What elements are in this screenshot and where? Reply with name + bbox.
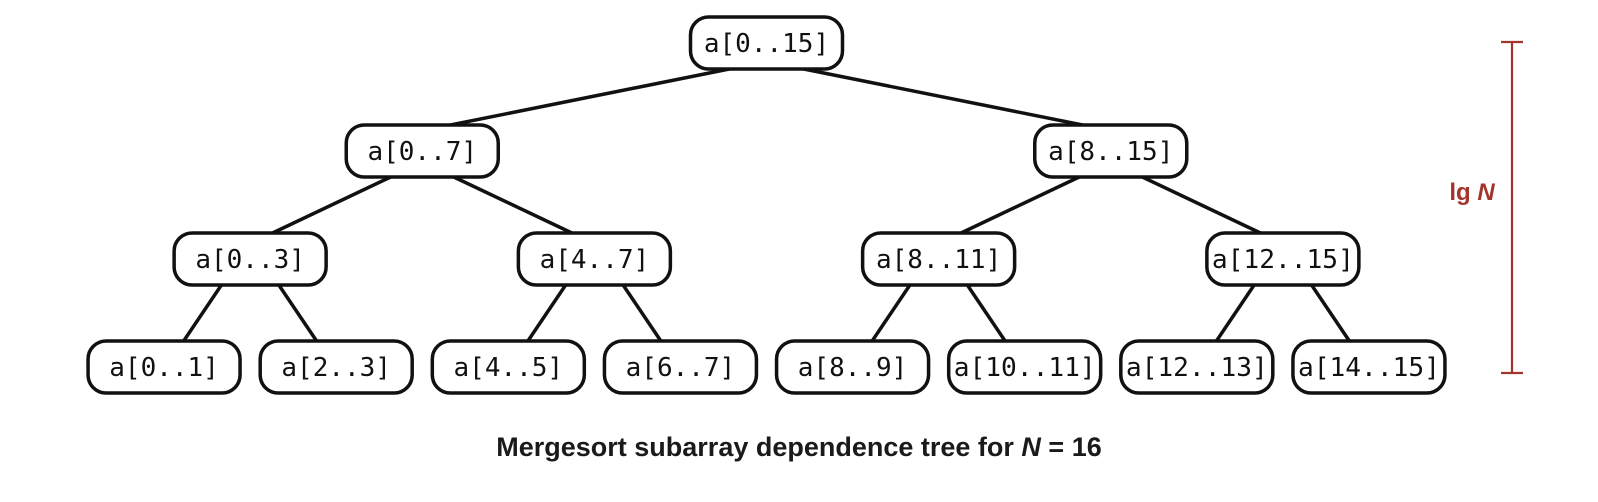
height-label: lg N bbox=[1449, 179, 1495, 206]
tree-node: a[8..11] bbox=[860, 231, 1017, 287]
tree-edge-n1-n3 bbox=[267, 173, 396, 237]
tree-node: a[12..13] bbox=[1119, 339, 1275, 395]
tree-node-box bbox=[86, 339, 242, 395]
tree-edge-n4-n9 bbox=[525, 282, 569, 344]
tree-node: a[8..15] bbox=[1033, 123, 1189, 179]
tree-node-label: a[12..13] bbox=[1126, 353, 1268, 383]
tree-node-box bbox=[688, 15, 845, 71]
tree-edge-n1-n4 bbox=[448, 173, 577, 237]
tree-node-box bbox=[1205, 231, 1361, 287]
tree-node-box bbox=[516, 231, 673, 287]
tree-node-box bbox=[172, 231, 328, 287]
tree-node-box bbox=[1033, 123, 1189, 179]
tree-node-box bbox=[430, 339, 587, 395]
tree-node-label: a[0..3] bbox=[195, 245, 305, 275]
tree-node-label: a[2..3] bbox=[281, 353, 391, 383]
tree-node-label: a[8..15] bbox=[1048, 137, 1173, 167]
tree-node: a[4..5] bbox=[430, 339, 587, 395]
tree-node: a[14..15] bbox=[1291, 339, 1447, 395]
tree-edge-n5-n12 bbox=[964, 282, 1008, 344]
tree-node-box bbox=[1119, 339, 1275, 395]
tree-node: a[0..15] bbox=[688, 15, 845, 71]
tree-node-label: a[8..11] bbox=[876, 245, 1001, 275]
tree-node-label: a[6..7] bbox=[626, 353, 736, 383]
tree-edge-n6-n14 bbox=[1308, 282, 1353, 344]
caption-variable: N bbox=[1021, 432, 1041, 462]
tree-node-label: a[4..5] bbox=[454, 353, 564, 383]
tree-node-box bbox=[258, 339, 414, 395]
tree-nodes: a[0..15] a[0..7] a[8..15] a[0..3] a[4..7] a[8… bbox=[86, 15, 1447, 395]
tree-node-box bbox=[1291, 339, 1447, 395]
tree-node-label: a[8..9] bbox=[798, 353, 908, 383]
tree-edge-n4-n10 bbox=[620, 282, 664, 344]
height-label-prefix: lg bbox=[1449, 179, 1470, 206]
tree-node-box bbox=[602, 339, 759, 395]
tree-edge-n6-n13 bbox=[1213, 282, 1257, 344]
tree-node: a[0..3] bbox=[172, 231, 328, 287]
tree-edges bbox=[180, 65, 1353, 344]
dependence-tree-diagram: a[0..15] a[0..7] a[8..15] a[0..3] a[4..7] a[8… bbox=[86, 15, 1523, 395]
height-label-variable: N bbox=[1477, 179, 1495, 206]
tree-edge-n0-n2 bbox=[793, 65, 1093, 129]
tree-node-box bbox=[860, 231, 1017, 287]
tree-node-box bbox=[344, 123, 500, 179]
tree-node-box bbox=[774, 339, 931, 395]
tree-node-label: a[0..1] bbox=[109, 353, 219, 383]
tree-node: a[2..3] bbox=[258, 339, 414, 395]
tree-node: a[6..7] bbox=[602, 339, 759, 395]
tree-edge-n2-n6 bbox=[1137, 173, 1266, 237]
figure-caption: Mergesort subarray dependence tree for N… bbox=[0, 432, 1598, 463]
tree-edge-n0-n1 bbox=[440, 65, 740, 129]
caption-text-after: = 16 bbox=[1040, 432, 1102, 462]
tree-node-label: a[10..11] bbox=[954, 353, 1096, 383]
tree-node: a[0..7] bbox=[344, 123, 500, 179]
tree-edge-n3-n7 bbox=[180, 282, 225, 344]
tree-node-label: a[12..15] bbox=[1212, 245, 1354, 275]
tree-node: a[10..11] bbox=[946, 339, 1103, 395]
tree-node-label: a[4..7] bbox=[540, 245, 650, 275]
tree-node-label: a[0..15] bbox=[704, 29, 829, 59]
caption-text-before: Mergesort subarray dependence tree for bbox=[496, 432, 1022, 462]
tree-edge-n3-n8 bbox=[276, 282, 320, 344]
tree-node: a[4..7] bbox=[516, 231, 673, 287]
tree-node-label: a[0..7] bbox=[367, 137, 477, 167]
tree-edge-n5-n11 bbox=[869, 282, 913, 344]
tree-node: a[0..1] bbox=[86, 339, 242, 395]
tree-node-box bbox=[946, 339, 1103, 395]
height-marker: lg N bbox=[1449, 40, 1523, 375]
tree-node-label: a[14..15] bbox=[1298, 353, 1440, 383]
tree-edge-n2-n5 bbox=[956, 173, 1085, 237]
tree-node: a[12..15] bbox=[1205, 231, 1361, 287]
tree-node: a[8..9] bbox=[774, 339, 931, 395]
